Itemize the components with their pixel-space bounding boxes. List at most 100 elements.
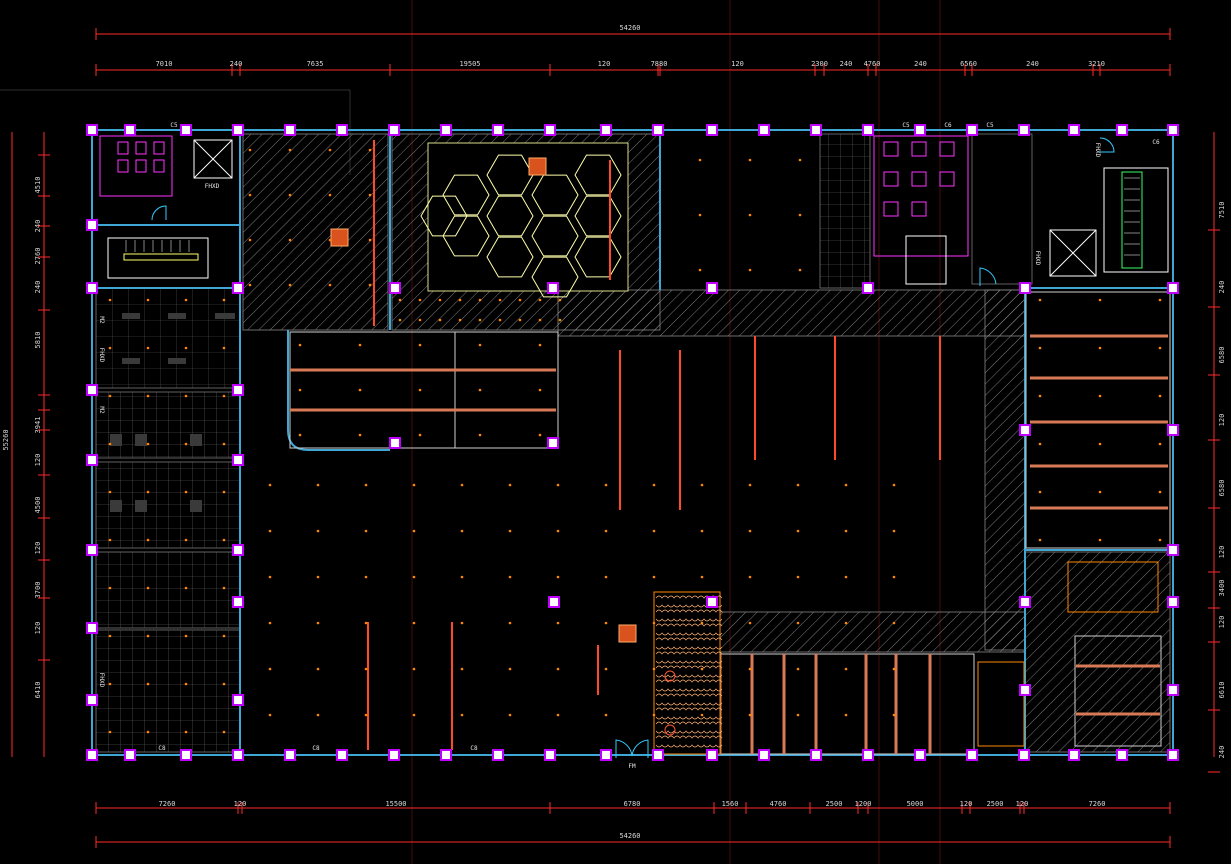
- right-dimension-label: 7510: [1218, 202, 1226, 219]
- column: [86, 219, 98, 231]
- light-fixture: [108, 298, 112, 302]
- light-fixture: [748, 268, 752, 272]
- light-fixture: [604, 575, 608, 579]
- column: [652, 749, 664, 761]
- bottom-dimension-label: 4760: [770, 800, 787, 808]
- light-fixture: [748, 483, 752, 487]
- column: [86, 282, 98, 294]
- column: [1167, 282, 1179, 294]
- column: [758, 124, 770, 136]
- top-dimension-label: 240: [914, 60, 927, 68]
- light-fixture: [518, 298, 522, 302]
- top-dimension-label: 7880: [651, 60, 668, 68]
- room-tag: FHXD: [98, 673, 105, 688]
- column: [1116, 124, 1128, 136]
- column: [86, 384, 98, 396]
- column: [600, 124, 612, 136]
- light-fixture: [248, 148, 252, 152]
- light-fixture: [508, 483, 512, 487]
- light-fixture: [268, 483, 272, 487]
- light-fixture: [368, 283, 372, 287]
- light-fixture: [146, 298, 150, 302]
- light-fixture: [1098, 442, 1102, 446]
- light-fixture: [268, 621, 272, 625]
- top-dimension-label: 7635: [307, 60, 324, 68]
- light-fixture: [700, 483, 704, 487]
- column: [966, 749, 978, 761]
- light-fixture: [288, 283, 292, 287]
- light-fixture: [184, 394, 188, 398]
- light-fixture: [700, 575, 704, 579]
- left-dimension-label: 120: [34, 454, 42, 467]
- light-fixture: [556, 667, 560, 671]
- partition-rails: [290, 334, 1168, 754]
- top-dimension-label: 3210: [1088, 60, 1105, 68]
- light-fixture: [222, 490, 226, 494]
- light-fixture: [316, 713, 320, 717]
- light-fixture: [508, 575, 512, 579]
- light-fixture: [1098, 538, 1102, 542]
- column: [706, 596, 718, 608]
- light-fixture: [108, 586, 112, 590]
- column: [1068, 124, 1080, 136]
- light-fixture: [748, 713, 752, 717]
- bottom-dimension-label: 2500: [987, 800, 1004, 808]
- light-fixture: [652, 713, 656, 717]
- light-fixture: [222, 634, 226, 638]
- light-fixture: [364, 621, 368, 625]
- restroom-fixtures: [99, 135, 969, 285]
- light-fixture: [146, 634, 150, 638]
- column: [284, 124, 296, 136]
- light-fixture: [108, 490, 112, 494]
- bottom-total-dimension: 54260: [619, 832, 640, 840]
- right-dimension-label: 120: [1218, 546, 1226, 559]
- light-fixture: [700, 529, 704, 533]
- light-fixture: [418, 298, 422, 302]
- top-dimension-label: 120: [731, 60, 744, 68]
- left-dimensions: 4510240276024058103941120450012037001206…: [2, 154, 50, 698]
- bottom-dimension-ticks: [95, 802, 1171, 814]
- right-dimension-label: 3400: [1218, 580, 1226, 597]
- column: [124, 124, 136, 136]
- column: [492, 124, 504, 136]
- light-fixture: [844, 713, 848, 717]
- light-fixture: [844, 667, 848, 671]
- room-tag: C8: [470, 745, 478, 752]
- column: [232, 124, 244, 136]
- right-dimension-label: 6610: [1218, 682, 1226, 699]
- light-fixture: [460, 713, 464, 717]
- light-fixture: [748, 621, 752, 625]
- light-fixture: [146, 682, 150, 686]
- column: [1019, 282, 1031, 294]
- room-tag: C8: [312, 745, 320, 752]
- light-fixture: [364, 713, 368, 717]
- light-fixture: [222, 394, 226, 398]
- light-fixture: [1038, 442, 1042, 446]
- room-tag: C5: [902, 122, 910, 129]
- light-fixture: [748, 575, 752, 579]
- light-fixture: [700, 667, 704, 671]
- left-dimension-label: 120: [34, 622, 42, 635]
- light-fixture: [538, 343, 542, 347]
- light-fixture: [558, 318, 562, 322]
- light-fixture: [538, 318, 542, 322]
- light-fixture: [248, 238, 252, 242]
- light-fixture: [892, 713, 896, 717]
- left-dimension-label: 5810: [34, 332, 42, 349]
- light-fixture: [652, 575, 656, 579]
- left-dimension-label: 3941: [34, 417, 42, 434]
- light-fixture: [184, 730, 188, 734]
- light-fixture: [364, 575, 368, 579]
- light-fixture: [538, 433, 542, 437]
- light-fixture: [268, 667, 272, 671]
- light-fixture: [1158, 538, 1162, 542]
- light-fixture: [412, 667, 416, 671]
- column: [86, 622, 98, 634]
- column: [1167, 124, 1179, 136]
- light-fixture: [438, 318, 442, 322]
- right-dimension-label: 6580: [1218, 480, 1226, 497]
- room-tag: FHXD: [205, 183, 220, 190]
